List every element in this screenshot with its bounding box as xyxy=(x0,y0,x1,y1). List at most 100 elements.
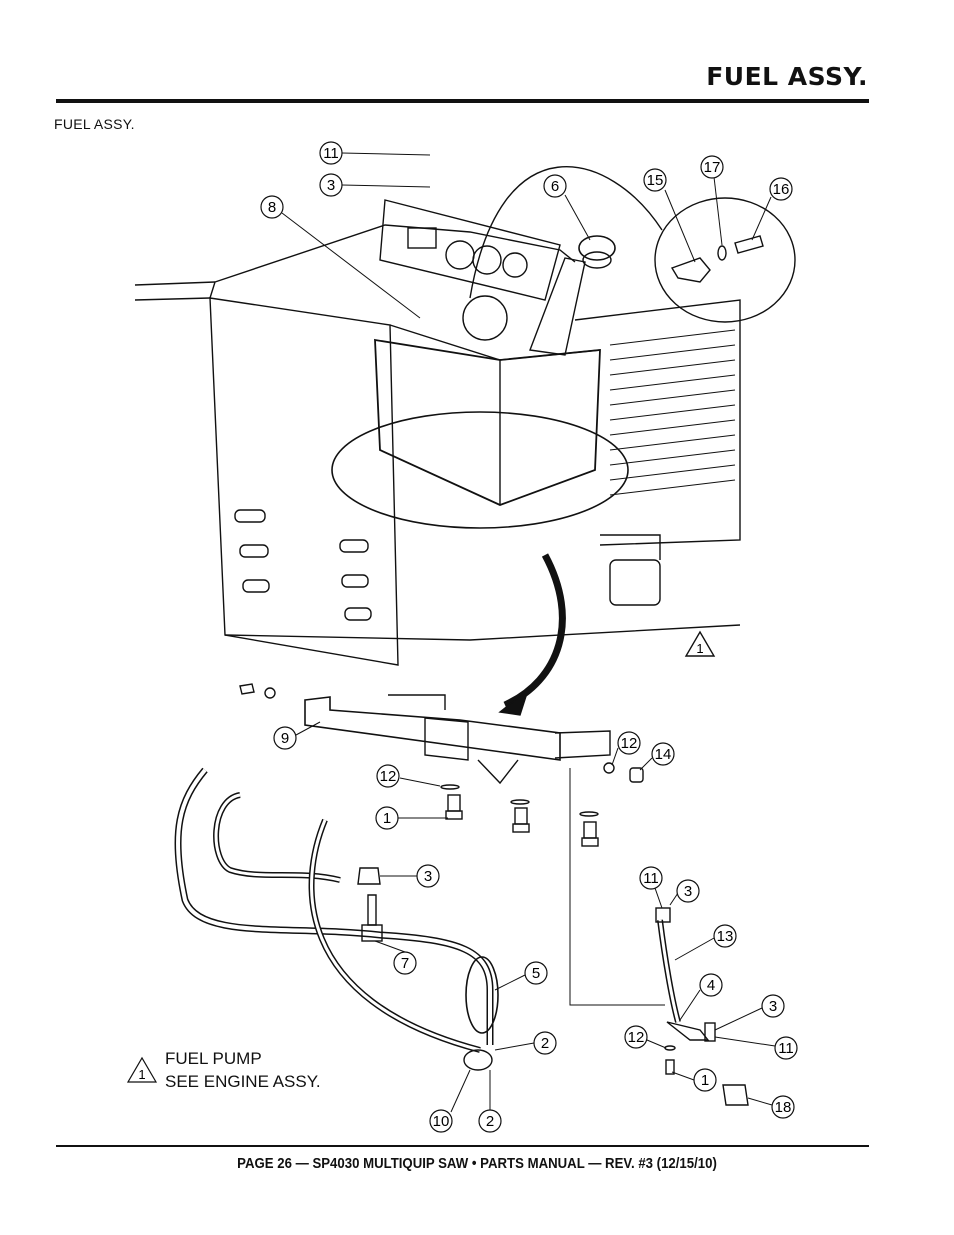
callout-number: 11 xyxy=(323,145,339,162)
note-line-1: FUEL PUMP xyxy=(165,1049,262,1068)
callout-circle xyxy=(478,1109,502,1133)
callout-12: 12 xyxy=(376,764,400,788)
callout-number: 3 xyxy=(769,998,777,1015)
note-triangle-marker xyxy=(126,1056,158,1083)
callout-circle xyxy=(376,764,400,788)
filler-neck xyxy=(529,257,586,356)
callout-15: 15 xyxy=(643,168,667,192)
mounting-bracket xyxy=(304,696,561,761)
header-divider xyxy=(56,99,869,103)
callout-number: 5 xyxy=(532,965,540,982)
callout-7: 7 xyxy=(393,951,417,975)
callout-1: 1 xyxy=(693,1068,717,1092)
callout-14: 14 xyxy=(651,742,675,766)
callout-8: 8 xyxy=(260,195,284,219)
callout-circle xyxy=(651,742,675,766)
washer xyxy=(264,687,276,699)
callout-17: 17 xyxy=(700,155,724,179)
control-panel xyxy=(379,199,561,301)
callout-number: 11 xyxy=(643,870,659,887)
callout-9: 9 xyxy=(273,726,297,750)
callout-number: 12 xyxy=(380,768,397,785)
callout-number: 3 xyxy=(424,868,432,885)
callout-12: 12 xyxy=(617,731,641,755)
callout-11: 11 xyxy=(774,1036,798,1060)
callout-10: 10 xyxy=(429,1109,453,1133)
callout-number: 11 xyxy=(778,1040,794,1057)
callout-11: 11 xyxy=(639,866,663,890)
bolt xyxy=(239,683,255,695)
callout-3: 3 xyxy=(761,994,785,1018)
callout-number: 6 xyxy=(551,178,559,195)
callout-circle xyxy=(273,726,297,750)
callout-3: 3 xyxy=(416,864,440,888)
callout-number: 3 xyxy=(684,883,692,900)
note-triangle-label: 1 xyxy=(138,1067,145,1082)
nut xyxy=(357,867,381,885)
callout-number: 14 xyxy=(655,746,672,763)
callout-number: 12 xyxy=(621,735,638,752)
callout-2: 2 xyxy=(478,1109,502,1133)
callout-4: 4 xyxy=(699,973,723,997)
callout-circle xyxy=(639,866,663,890)
reference-triangle-marker xyxy=(684,630,716,657)
callout-number: 9 xyxy=(281,730,289,747)
callout-number: 15 xyxy=(647,172,664,189)
callout-circle xyxy=(393,951,417,975)
callout-circle xyxy=(769,177,793,201)
callout-circle xyxy=(676,879,700,903)
callout-circle xyxy=(543,174,567,198)
grille-panel xyxy=(574,299,741,546)
callout-circle xyxy=(319,141,343,165)
reference-triangle-label: 1 xyxy=(696,641,703,656)
curved-arrow xyxy=(503,553,566,709)
callout-number: 1 xyxy=(701,1072,709,1089)
detail-view-oval xyxy=(331,411,629,529)
callout-circle xyxy=(260,195,284,219)
frame-top-edge xyxy=(209,224,576,299)
callout-number: 8 xyxy=(268,199,276,216)
callout-circle xyxy=(524,961,548,985)
fuel-hose xyxy=(174,767,494,1045)
callout-circle xyxy=(761,994,785,1018)
callout-12: 12 xyxy=(624,1025,648,1049)
footer-divider xyxy=(56,1145,869,1147)
bracket-part-15 xyxy=(670,257,711,283)
callout-number: 2 xyxy=(486,1113,494,1130)
callout-circle xyxy=(693,1068,717,1092)
callout-circle xyxy=(319,173,343,197)
callout-number: 12 xyxy=(628,1029,645,1046)
callout-5: 5 xyxy=(524,961,548,985)
callout-number: 7 xyxy=(401,955,409,972)
callout-circle xyxy=(429,1109,453,1133)
detail-view-bolt xyxy=(654,197,796,323)
callout-number: 18 xyxy=(775,1099,792,1116)
bolt-part-16 xyxy=(734,235,764,254)
washer-part-17 xyxy=(717,245,727,261)
callout-circle xyxy=(700,155,724,179)
callout-number: 17 xyxy=(704,159,721,176)
page-title: FUEL ASSY. xyxy=(706,62,868,91)
callout-18: 18 xyxy=(771,1095,795,1119)
callout-number: 1 xyxy=(383,810,391,827)
page-footer: PAGE 26 — SP4030 MULTIQUIP SAW • PARTS M… xyxy=(237,1155,717,1172)
frame-side-panel xyxy=(209,297,399,666)
callout-circle xyxy=(771,1095,795,1119)
fuel-cap xyxy=(578,235,616,261)
callout-number: 2 xyxy=(541,1035,549,1052)
callout-circle xyxy=(643,168,667,192)
callout-16: 16 xyxy=(769,177,793,201)
cap-part-14 xyxy=(629,767,644,783)
callout-circle xyxy=(774,1036,798,1060)
callout-circle xyxy=(699,973,723,997)
section-label: FUEL ASSY. xyxy=(54,116,135,132)
callout-number: 3 xyxy=(327,177,335,194)
callout-11: 11 xyxy=(319,141,343,165)
callout-circle xyxy=(617,731,641,755)
callout-circle xyxy=(416,864,440,888)
callout-2: 2 xyxy=(533,1031,557,1055)
callout-circle xyxy=(375,806,399,830)
callout-3: 3 xyxy=(676,879,700,903)
callout-3: 3 xyxy=(319,173,343,197)
